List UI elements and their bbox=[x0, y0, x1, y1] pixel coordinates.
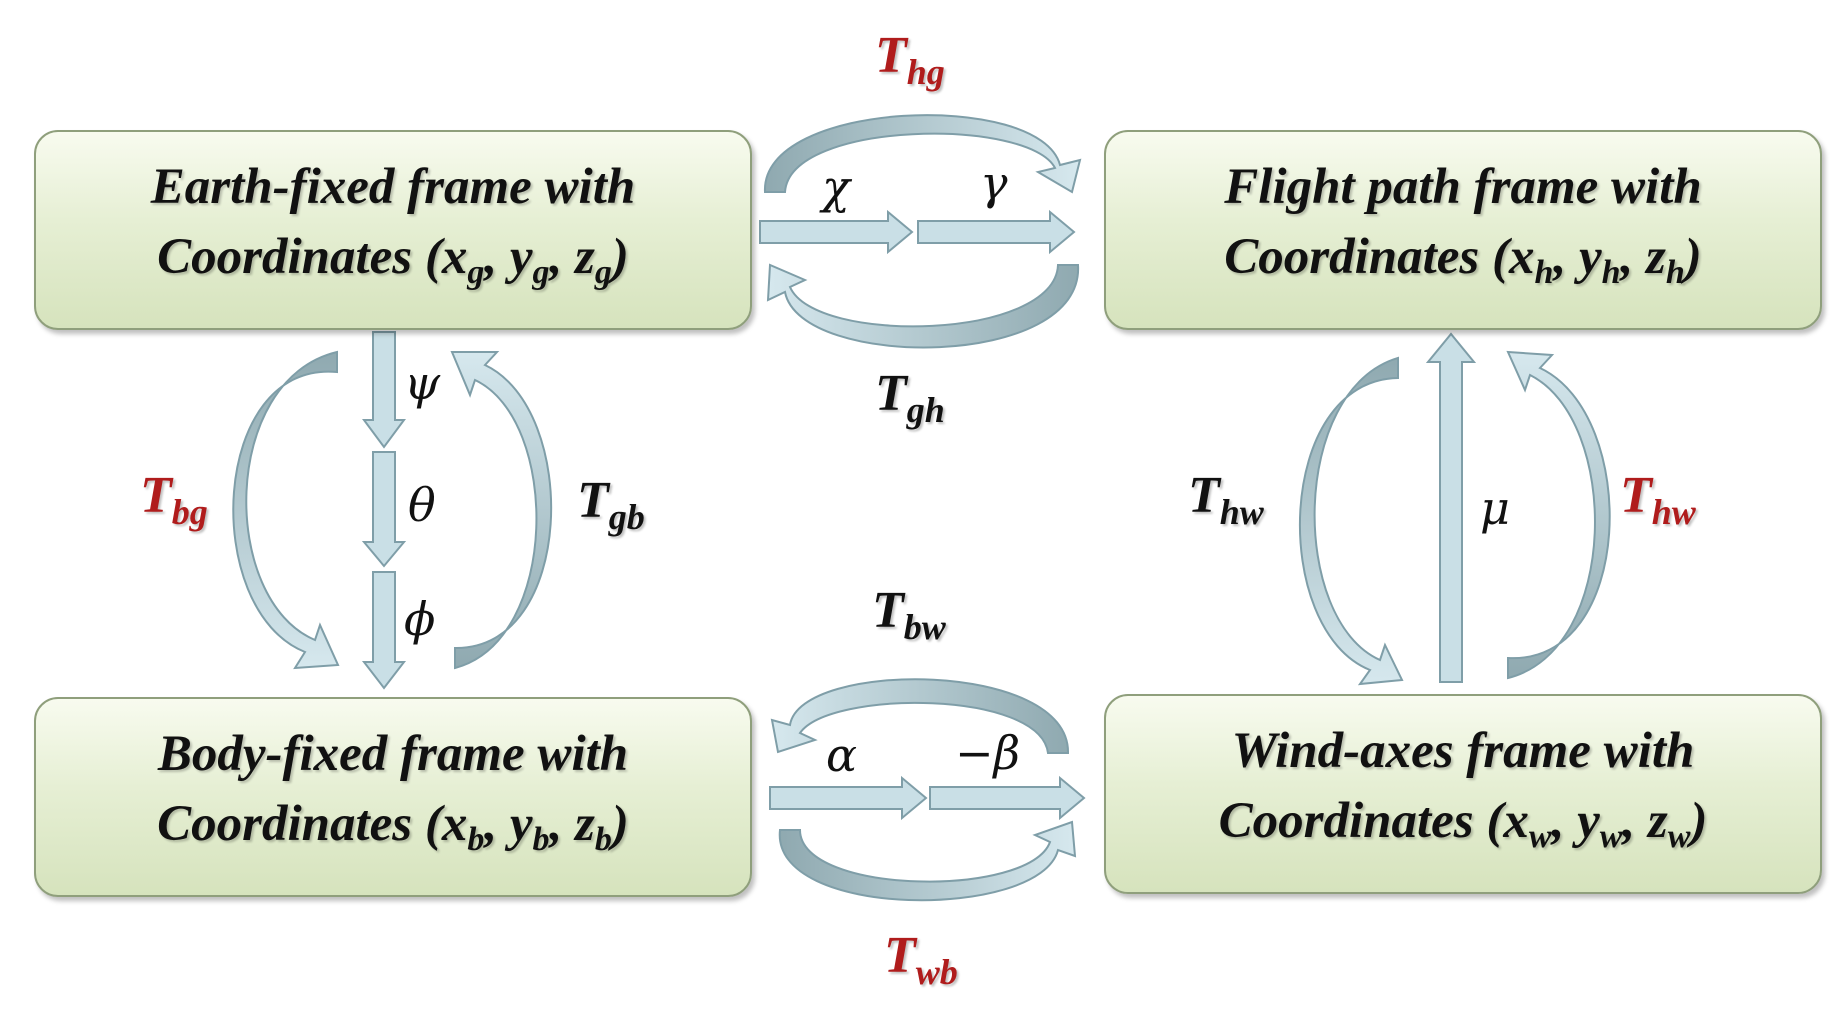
curved-arrow-t-hg bbox=[763, 114, 1082, 194]
arrow-gamma bbox=[917, 209, 1076, 255]
earth-frame-coordinates: Coordinates (xg, yg, zg) bbox=[157, 229, 629, 291]
body-fixed-frame-box: Body-fixed frame with Coordinates (xb, y… bbox=[34, 697, 752, 897]
earth-fixed-frame-box: Earth-fixed frame with Coordinates (xg, … bbox=[34, 130, 752, 330]
body-frame-coordinates: Coordinates (xb, yb, zb) bbox=[157, 796, 629, 858]
label-t-bw: Tbw bbox=[872, 582, 946, 647]
curved-arrow-t-hw-right bbox=[1506, 350, 1611, 680]
wind-axes-frame-box: Wind-axes frame with Coordinates (xw, yw… bbox=[1104, 694, 1822, 894]
arrow-minus-beta bbox=[929, 775, 1086, 821]
label-t-wb: Twb bbox=[884, 927, 958, 992]
arrow-alpha bbox=[769, 775, 928, 821]
label-mu: μ bbox=[1480, 481, 1510, 535]
label-psi: ψ bbox=[404, 356, 441, 410]
curved-arrow-t-bw bbox=[770, 678, 1070, 754]
label-t-gb: Tgb bbox=[577, 472, 645, 537]
curved-arrow-t-wb bbox=[778, 820, 1077, 902]
label-gamma: γ bbox=[980, 156, 1008, 210]
arrow-psi bbox=[362, 331, 406, 449]
label-t-hg: Thg bbox=[875, 27, 945, 92]
curved-arrow-t-gh bbox=[766, 263, 1080, 349]
curved-arrow-t-gb bbox=[450, 351, 553, 670]
label-phi: ϕ bbox=[404, 592, 436, 646]
label-alpha: α bbox=[826, 728, 858, 782]
arrow-chi bbox=[759, 209, 914, 255]
arrow-mu bbox=[1425, 332, 1477, 683]
label-t-hw-left: Thw bbox=[1188, 467, 1264, 532]
label-t-hw-right: Thw bbox=[1620, 467, 1696, 532]
flight-frame-coordinates: Coordinates (xh, yh, zh) bbox=[1224, 229, 1702, 291]
label-chi: χ bbox=[822, 160, 850, 214]
label-minus-beta: −β bbox=[955, 726, 1021, 780]
label-t-gh: Tgh bbox=[875, 365, 945, 430]
curved-arrow-t-bg bbox=[232, 350, 340, 670]
arrow-phi bbox=[361, 571, 407, 690]
curved-arrow-t-hw-left bbox=[1298, 356, 1404, 686]
flight-frame-title: Flight path frame with bbox=[1224, 159, 1702, 215]
flight-path-frame-box: Flight path frame with Coordinates (xh, … bbox=[1104, 130, 1822, 330]
body-frame-title: Body-fixed frame with bbox=[157, 726, 629, 782]
earth-frame-title: Earth-fixed frame with bbox=[150, 159, 636, 215]
wind-frame-title: Wind-axes frame with bbox=[1231, 723, 1695, 779]
wind-frame-coordinates: Coordinates (xw, yw, zw) bbox=[1218, 793, 1708, 855]
label-t-bg: Tbg bbox=[140, 467, 208, 532]
label-theta: θ bbox=[408, 478, 436, 532]
arrow-theta bbox=[361, 451, 407, 568]
